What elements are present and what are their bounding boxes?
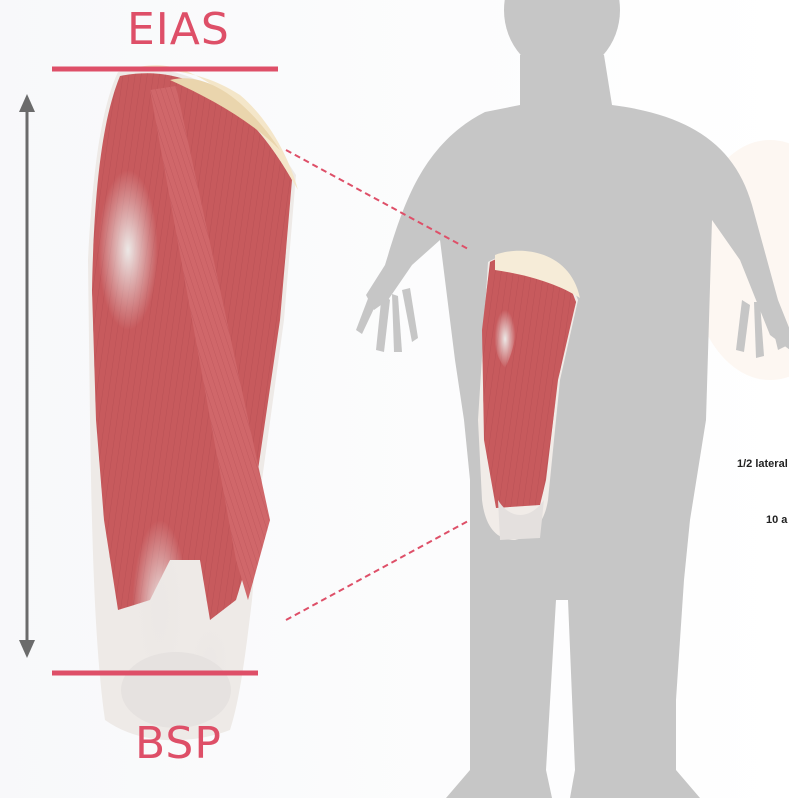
side-text-line1: 1/2 lateral	[737, 458, 788, 470]
eias-label: EIAS	[127, 8, 230, 52]
bsp-label: BSP	[135, 722, 222, 766]
side-text-line2: 10 a	[766, 514, 787, 526]
